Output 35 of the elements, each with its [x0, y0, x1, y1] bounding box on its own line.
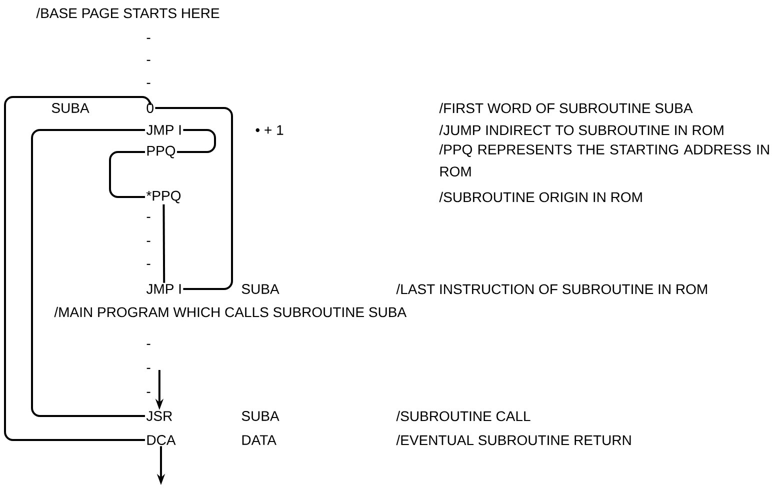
placeholder-dash: -	[146, 82, 150, 84]
comment-text: /EVENTUAL SUBROUTINE RETURN	[396, 434, 631, 446]
instruction-text: DCA	[147, 435, 176, 445]
placeholder-dash: -	[146, 344, 150, 345]
placeholder-dash: -	[146, 38, 150, 39]
comment-text: /SUBROUTINE ORIGIN IN ROM	[439, 192, 642, 202]
flow-line	[155, 107, 233, 290]
code-text: SUBA	[242, 411, 280, 421]
placeholder-dash: -	[146, 392, 150, 393]
comment-text: /PPQ REPRESENTS THE STARTING ADDRESS IN ROM	[439, 144, 769, 176]
code-text: DATA	[242, 435, 276, 445]
placeholder-dash: -	[146, 240, 150, 242]
instruction-text: JSR	[146, 411, 172, 421]
flow-line	[176, 129, 216, 153]
comment-text: /JUMP INDIRECT TO SUBROUTINE IN ROM	[439, 124, 724, 136]
heading-text: /MAIN PROGRAM WHICH CALLS SUBROUTINE SUBA	[54, 306, 407, 318]
comment-text: /LAST INSTRUCTION OF SUBROUTINE IN ROM	[396, 284, 707, 294]
code-text: SUBA	[242, 284, 280, 294]
heading-text: /BASE PAGE STARTS HERE	[36, 8, 220, 18]
comment-text: /SUBROUTINE CALL	[396, 410, 530, 422]
flow-line	[4, 96, 152, 441]
code-text: SUBA	[52, 103, 90, 113]
flow-line	[31, 129, 145, 417]
instruction-text: JMP I	[146, 284, 181, 294]
comment-text: /FIRST WORD OF SUBROUTINE SUBA	[439, 102, 693, 114]
placeholder-dash: -	[146, 264, 150, 265]
instruction-text: *PPQ	[146, 190, 181, 204]
placeholder-dash: -	[146, 60, 150, 61]
code-text: • + 1	[256, 125, 284, 135]
placeholder-dash: -	[146, 216, 150, 218]
placeholder-dash: -	[146, 368, 150, 369]
flow-line	[162, 204, 166, 283]
instruction-text: PPQ	[147, 146, 176, 158]
flow-line	[109, 151, 145, 198]
instruction-text: JMP I	[146, 125, 181, 135]
